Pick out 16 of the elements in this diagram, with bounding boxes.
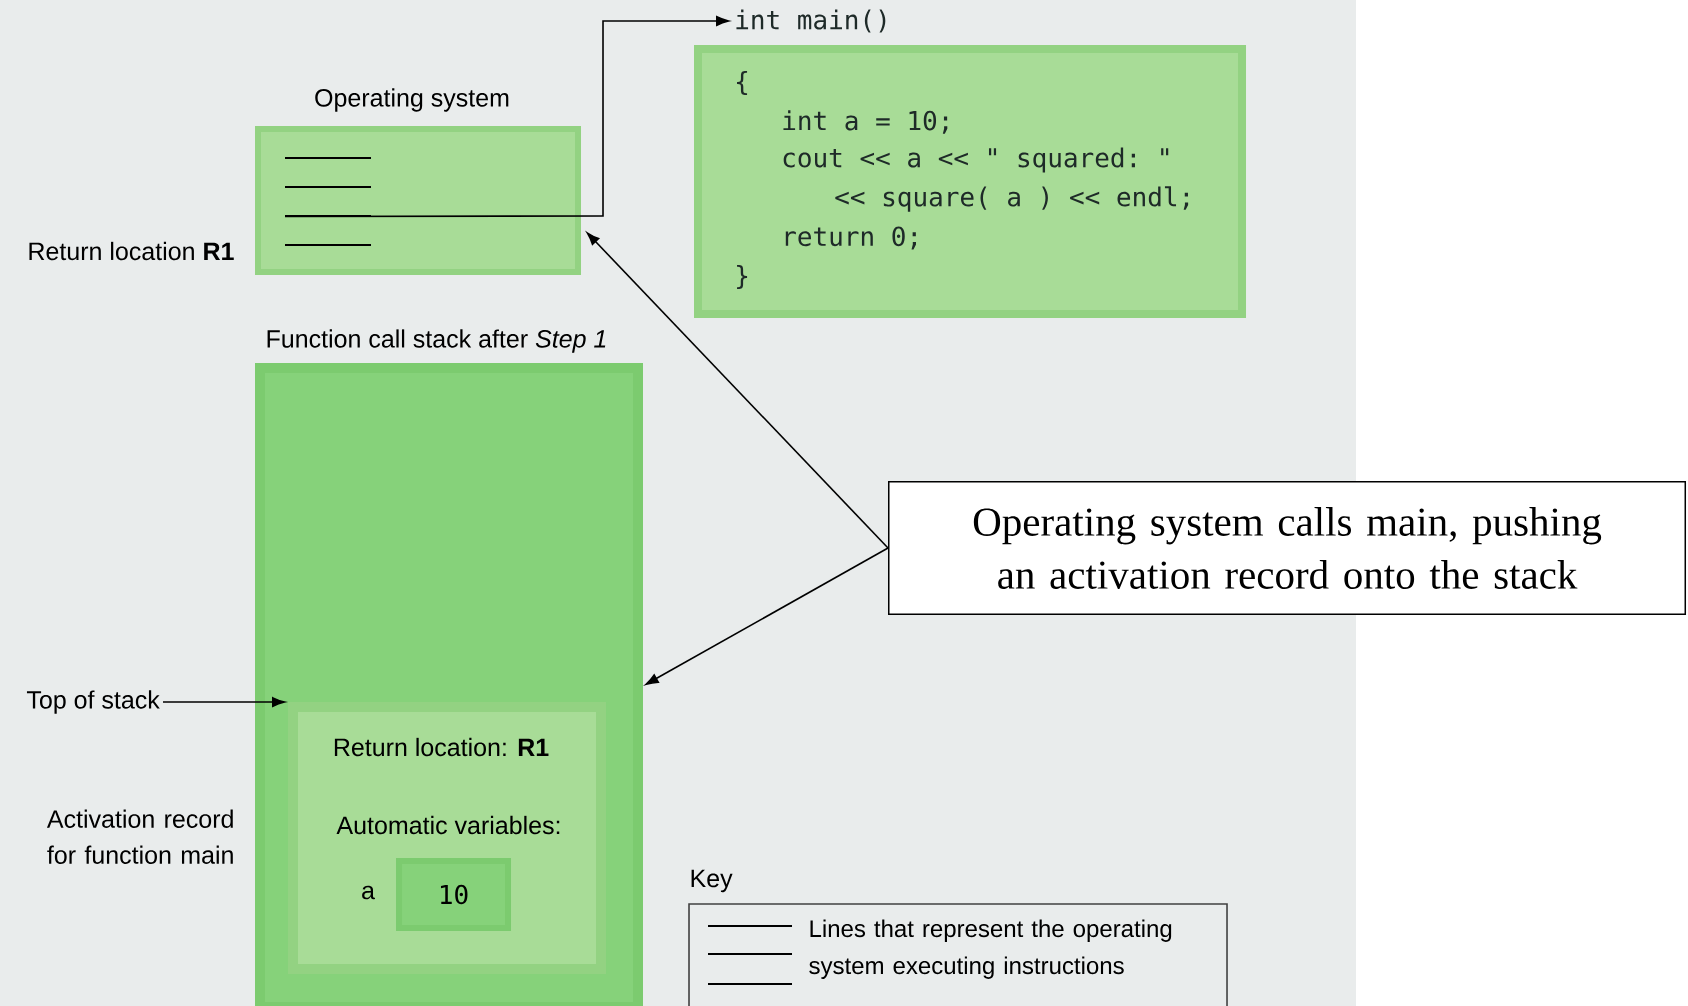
legend-text: Lines that represent the operating system executing instructions: [809, 919, 1172, 979]
arrow: [284, 16, 730, 218]
variable-name: a: [362, 885, 375, 900]
side-label: Return location R1: [29, 241, 234, 261]
side-label: Activation record for function main: [46, 809, 233, 864]
arrow: [645, 547, 889, 686]
arrow: [162, 697, 286, 707]
code-box: int main() { int a = 10; cout << a << " squared: " << square( a ) << endl; return 0; }: [694, 9, 1246, 318]
callout-box: Operating system calls main, pushing an activation record onto the stack: [888, 481, 1687, 615]
stack-pointer-label: Top of stack: [26, 690, 160, 714]
arrow: [586, 232, 889, 549]
node-label: int main(): [736, 9, 886, 33]
os-box: Operating system: [255, 88, 581, 275]
legend-title: Key: [691, 869, 733, 893]
node-label: Function call stack after Step 1: [267, 329, 606, 353]
variable-box: 10: [396, 858, 511, 931]
